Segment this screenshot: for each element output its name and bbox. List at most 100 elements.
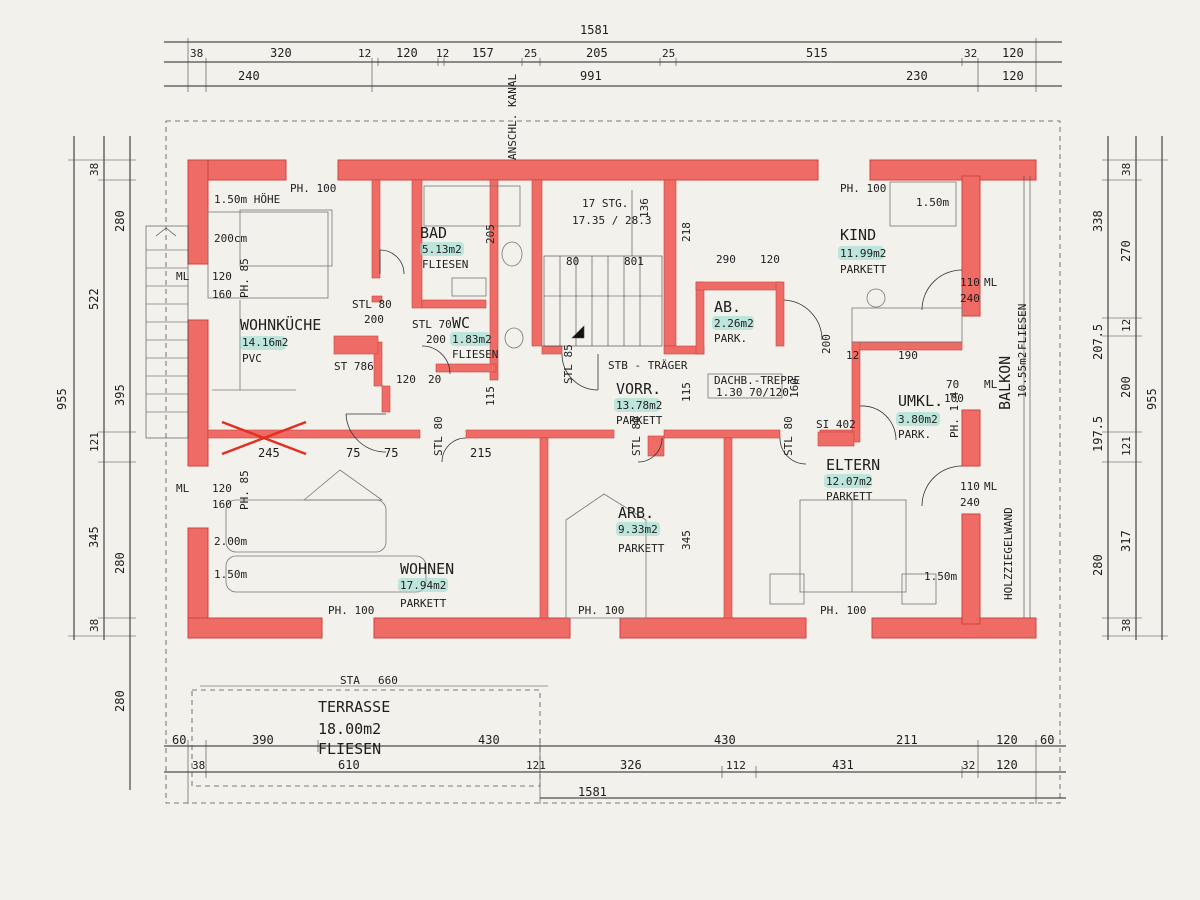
window-w-70: 70 [946,378,959,391]
room-name-eltern: ELTERN [826,456,880,474]
si402-note: SI 402 [816,418,856,431]
door-200-wc: 200 [426,333,446,346]
left-dim-row2-4: 280 [113,690,127,712]
room-name-kind: KIND [840,226,876,244]
room-name-arb: ARB. [618,504,654,522]
height-200cm: 200cm [214,232,247,245]
opening-labels: PH. 100 PH. 100 PH. 100 PH. 100 PH. 100 … [176,182,998,617]
room-area-ab: 2.26m2 [714,317,754,330]
left-dim-row2-1: 280 [113,210,127,232]
room-area-eltern: 12.07m2 [826,475,872,488]
room-area-wohnkueche: 14.16m2 [242,336,288,349]
window-w-120-a: 120 [212,270,232,283]
annotations: ANSCHL. KANAL 17 STG. 17.35 / 28.3 STB -… [214,74,1015,687]
stairs-count: 17 STG. [582,197,628,210]
right-dim-5: 121 [1120,436,1133,456]
room-area-umkl: 3.80m2 [898,413,938,426]
opening-ph100-eltern: PH. 100 [820,604,866,617]
window-w-120-b: 120 [212,482,232,495]
room-floor-kind: PARKETT [840,263,887,276]
holzziegelwand-note: HOLZZIEGELWAND [1002,507,1015,600]
door-stl80-b: STL 80 [432,416,445,456]
dim-160: 160 [788,378,801,398]
left-total-dim: 955 [55,388,69,410]
dim-215: 215 [470,446,492,460]
dim-80-stair: 80 [566,255,579,268]
stb-traeger-note: STB - TRÄGER [608,359,688,372]
ml-left-lower: ML [176,482,190,495]
room-floor-wc: FLIESEN [452,348,498,361]
dim-115-a: 115 [484,386,497,406]
door-stl80-c: STL 80 [630,416,643,456]
bottom-dim-row2-2: 610 [338,758,360,772]
top-dim-4: 120 [396,46,418,60]
room-floor-eltern: PARKETT [826,490,873,503]
bottom-dim-3: 430 [478,733,500,747]
bottom-dim-row2-4: 326 [620,758,642,772]
height-150-kind: 1.50m [916,196,949,209]
bottom-dim-row2-1: 38 [192,759,205,772]
top-dim-9: 25 [662,47,675,60]
top-dim-5: 12 [436,47,449,60]
anschl-kanal-note: ANSCHL. KANAL [506,74,519,160]
room-name-wohnkueche: WOHNKÜCHE [240,315,321,334]
door-stl70: STL 70 [412,318,452,331]
room-area-wohnen: 17.94m2 [400,579,446,592]
right-dim-7: 38 [1120,619,1133,632]
top-dimension-chains: 1581 38 320 12 120 12 157 25 205 25 515 … [164,23,1062,92]
room-floor-arb: PARKETT [618,542,665,555]
window-h-160-a: 160 [212,288,232,301]
top-dim-row2-2: 991 [580,69,602,83]
room-area-bad: 5.13m2 [422,243,462,256]
left-dim-row2-2: 395 [113,384,127,406]
kitchen-height-note: 1.50m HÖHE [214,193,280,206]
top-dim-7: 25 [524,47,537,60]
ml-right-lower: ML [984,480,998,493]
dim-205: 205 [484,224,497,244]
door-swings [345,249,963,507]
exterior-stair [145,225,189,439]
room-name-vorr: VORR. [616,380,661,398]
opening-ph85-wohnen: PH. 85 [238,470,251,510]
st786-note: ST 786 [334,360,374,373]
area-highlights [240,242,940,592]
window-h-160-b: 160 [212,498,232,511]
bottom-dim-1: 60 [172,733,186,747]
furniture [207,181,963,619]
demolition-cross-mark [221,420,307,456]
left-dimension-chains: 955 38 522 121 345 38 280 395 280 280 [55,136,136,790]
ml-left-upper: ML [176,270,190,283]
room-floor-ab: PARK. [714,332,747,345]
room-floor-balkon: FLIESEN [1016,304,1029,350]
left-dim-3: 121 [88,432,101,452]
height-150-eltern: 1.50m [924,570,957,583]
height-150-wohnen: 1.50m [214,568,247,581]
dim-75-b: 75 [384,446,398,460]
opening-ph100-kind: PH. 100 [840,182,886,195]
sta-label: STA [340,674,360,687]
balcony [1023,176,1031,618]
dim-120-kind: 120 [760,253,780,266]
bottom-dim-2: 390 [252,733,274,747]
room-labels: WOHNKÜCHE 14.16m2 PVC BAD 5.13m2 FLIESEN… [240,224,1029,758]
bottom-dim-row2-5: 112 [726,759,746,772]
dachb-treppe-note: DACHB.-TREPPE [714,374,800,387]
top-dim-12: 120 [1002,46,1024,60]
bottom-dim-row2-3: 121 [526,759,546,772]
window-h-240-b: 240 [960,496,980,509]
door-200-ab: 200 [820,334,833,354]
dim-345-arb: 345 [680,530,693,550]
right-dim-4: 200 [1119,376,1133,398]
top-dim-row2-1: 240 [238,69,260,83]
top-dim-2: 320 [270,46,292,60]
top-dim-row2-3: 230 [906,69,928,83]
right-dim-1: 38 [1120,163,1133,176]
room-area-vorr: 13.78m2 [616,399,662,412]
dim-12-umkl: 12 [846,349,859,362]
room-floor-wohnkueche: PVC [242,352,262,365]
bottom-dimension-chains: 60 390 430 430 211 120 60 38 610 121 326… [164,733,1066,804]
opening-ph100-arb: PH. 100 [578,604,624,617]
top-total-dim: 1581 [580,23,609,37]
top-dim-11: 32 [964,47,977,60]
